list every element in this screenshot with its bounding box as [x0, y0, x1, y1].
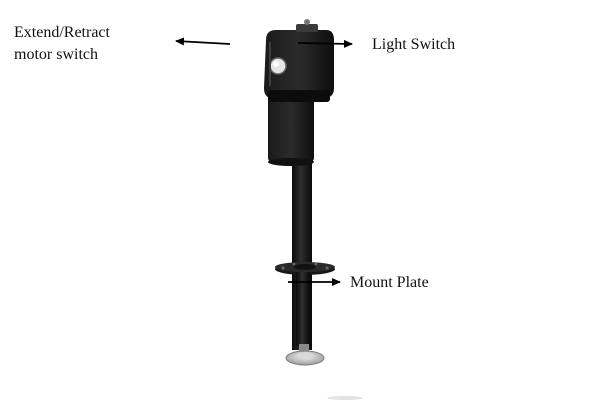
- motor-cylinder: [268, 96, 314, 162]
- arrow-light-switch: [297, 39, 353, 48]
- extend-retract-label: Extend/Retract motor switch: [14, 22, 110, 66]
- extend-retract-label-line1: Extend/Retract: [14, 24, 110, 41]
- mount-plate-label: Mount Plate: [350, 274, 429, 291]
- light-switch-cap: [296, 24, 318, 32]
- top-housing: [264, 30, 334, 98]
- light-switch-label: Light Switch: [372, 36, 456, 53]
- arrow-extend-retract: [175, 37, 231, 46]
- foot-neck: [299, 344, 309, 354]
- extend-retract-label-line2: motor switch: [14, 46, 98, 63]
